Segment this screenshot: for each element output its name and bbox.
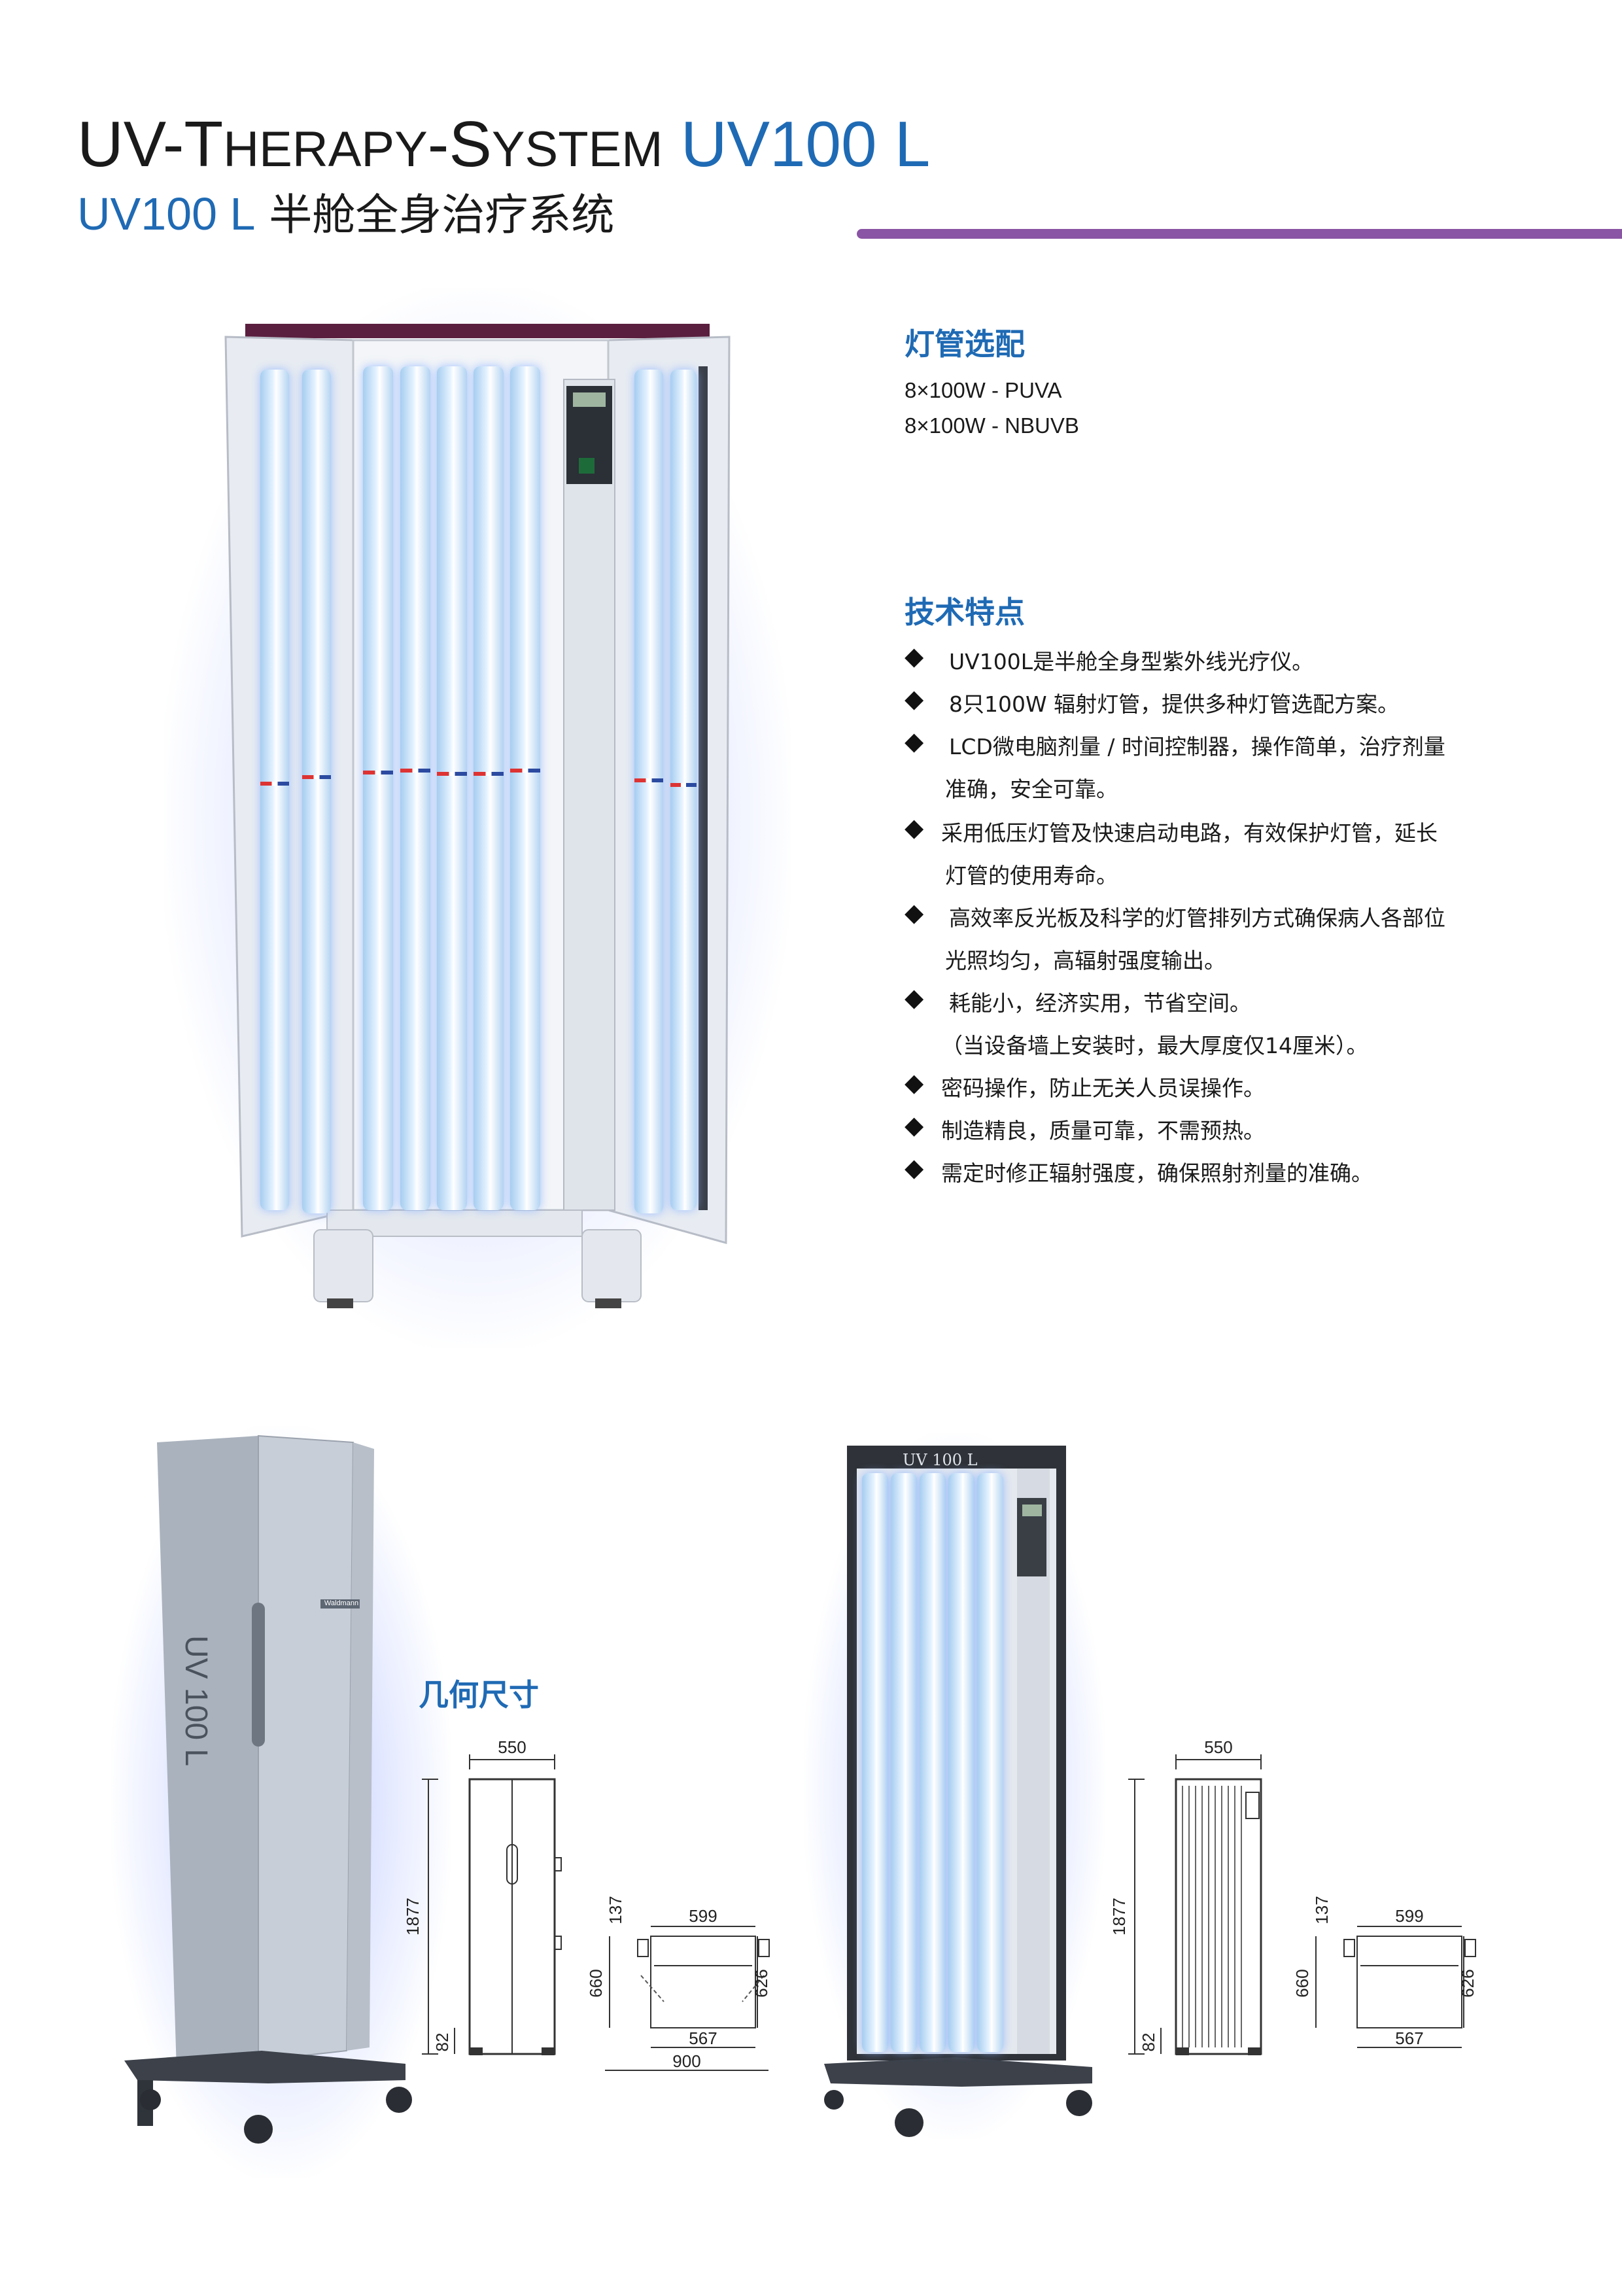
dim-height: 1877 (406, 1898, 423, 1936)
dim-depth-top: 599 (689, 1906, 717, 1926)
dim-side-top: 137 (606, 1896, 625, 1924)
tube-band (670, 783, 697, 787)
uv-tube (920, 1473, 946, 2052)
diamond-bullet-icon: ◆ (905, 727, 924, 756)
product-image-open-side: UV 100 L (804, 1419, 1105, 2152)
dimension-labels-left: 550 1877 82 599 137 660 626 567 900 (406, 1740, 771, 2071)
dim-base-gap: 82 (1139, 2033, 1158, 2052)
diamond-bullet-icon: ◆ (905, 684, 924, 713)
subtitle-model: UV100 L (77, 188, 256, 239)
dim-base-inner: 567 (1395, 2028, 1423, 2048)
product-image-closed: UV 100 L Waldmann (111, 1406, 451, 2191)
uv-tube (363, 366, 393, 1210)
diamond-bullet-icon: ◆ (905, 1153, 924, 1182)
brand-tag: Waldmann (324, 1599, 359, 1607)
dimension-drawing-right (1128, 1754, 1476, 2055)
tube-band (634, 778, 663, 782)
uv-tube (510, 366, 540, 1210)
lamp-option-item: 8×100W - PUVA (905, 378, 1062, 402)
uv-tube (302, 370, 331, 1213)
tube-band (510, 769, 540, 773)
uv-tube (437, 366, 467, 1210)
lamp-option-item: 8×100W - NBUVB (905, 413, 1079, 438)
open-unit-label: UV 100 L (903, 1451, 978, 1469)
dim-side-height: 660 (586, 1969, 606, 1997)
tube-band (437, 772, 467, 776)
uv-tube (474, 366, 504, 1210)
diamond-bullet-icon: ◆ (905, 642, 924, 670)
dim-depth-top: 599 (1395, 1906, 1423, 1926)
dim-right-height: 626 (751, 1969, 771, 1997)
dim-base-inner: 567 (689, 2028, 717, 2048)
diamond-bullet-icon: ◆ (905, 813, 924, 842)
uv-tube (948, 1473, 975, 2052)
dim-height: 1877 (1112, 1898, 1129, 1936)
closed-unit-label: UV 100 L (179, 1635, 214, 1767)
diamond-bullet-icon: ◆ (905, 898, 924, 927)
uv-tube (670, 370, 697, 1210)
dim-base-gap: 82 (432, 2033, 452, 2052)
tube-band (400, 769, 430, 773)
product-image-open-front (164, 288, 791, 1348)
tube-band (363, 771, 393, 774)
tube-band (302, 775, 331, 779)
tube-band (474, 772, 504, 776)
uv-tube (862, 1473, 888, 2052)
header-divider (857, 229, 1622, 239)
diamond-bullet-icon: ◆ (905, 1068, 924, 1097)
dim-right-height: 626 (1458, 1969, 1477, 1997)
diamond-bullet-icon: ◆ (905, 983, 924, 1012)
uv-tube (634, 370, 663, 1213)
lamp-options-heading: 灯管选配 (905, 326, 1025, 362)
title-model: UV100 L (680, 108, 931, 180)
dim-width: 550 (1204, 1740, 1232, 1757)
dimensions-heading: 几何尺寸 (419, 1677, 539, 1713)
page-subtitle: UV100 L 半舱全身治疗系统 (77, 188, 615, 240)
dimension-drawing-left (422, 1754, 770, 2071)
dim-side-top: 137 (1312, 1896, 1332, 1924)
uv-tube (260, 370, 289, 1210)
tube-band (260, 782, 289, 786)
uv-tube (891, 1473, 917, 2052)
dim-width: 550 (498, 1740, 526, 1757)
diamond-bullet-icon: ◆ (905, 1111, 924, 1139)
page-title: UV-THERAPY-SYSTEM UV100 L (77, 108, 931, 180)
features-heading: 技术特点 (905, 595, 1025, 630)
uv-cabinet-closed-illustration (124, 1435, 412, 2144)
dim-side-height: 660 (1292, 1969, 1312, 1997)
dim-base-outer: 900 (672, 2051, 700, 2071)
uv-tube (977, 1473, 1003, 2052)
uv-tube (400, 366, 430, 1210)
dimension-labels-right: 550 1877 82 599 137 660 626 567 (1112, 1740, 1477, 2052)
